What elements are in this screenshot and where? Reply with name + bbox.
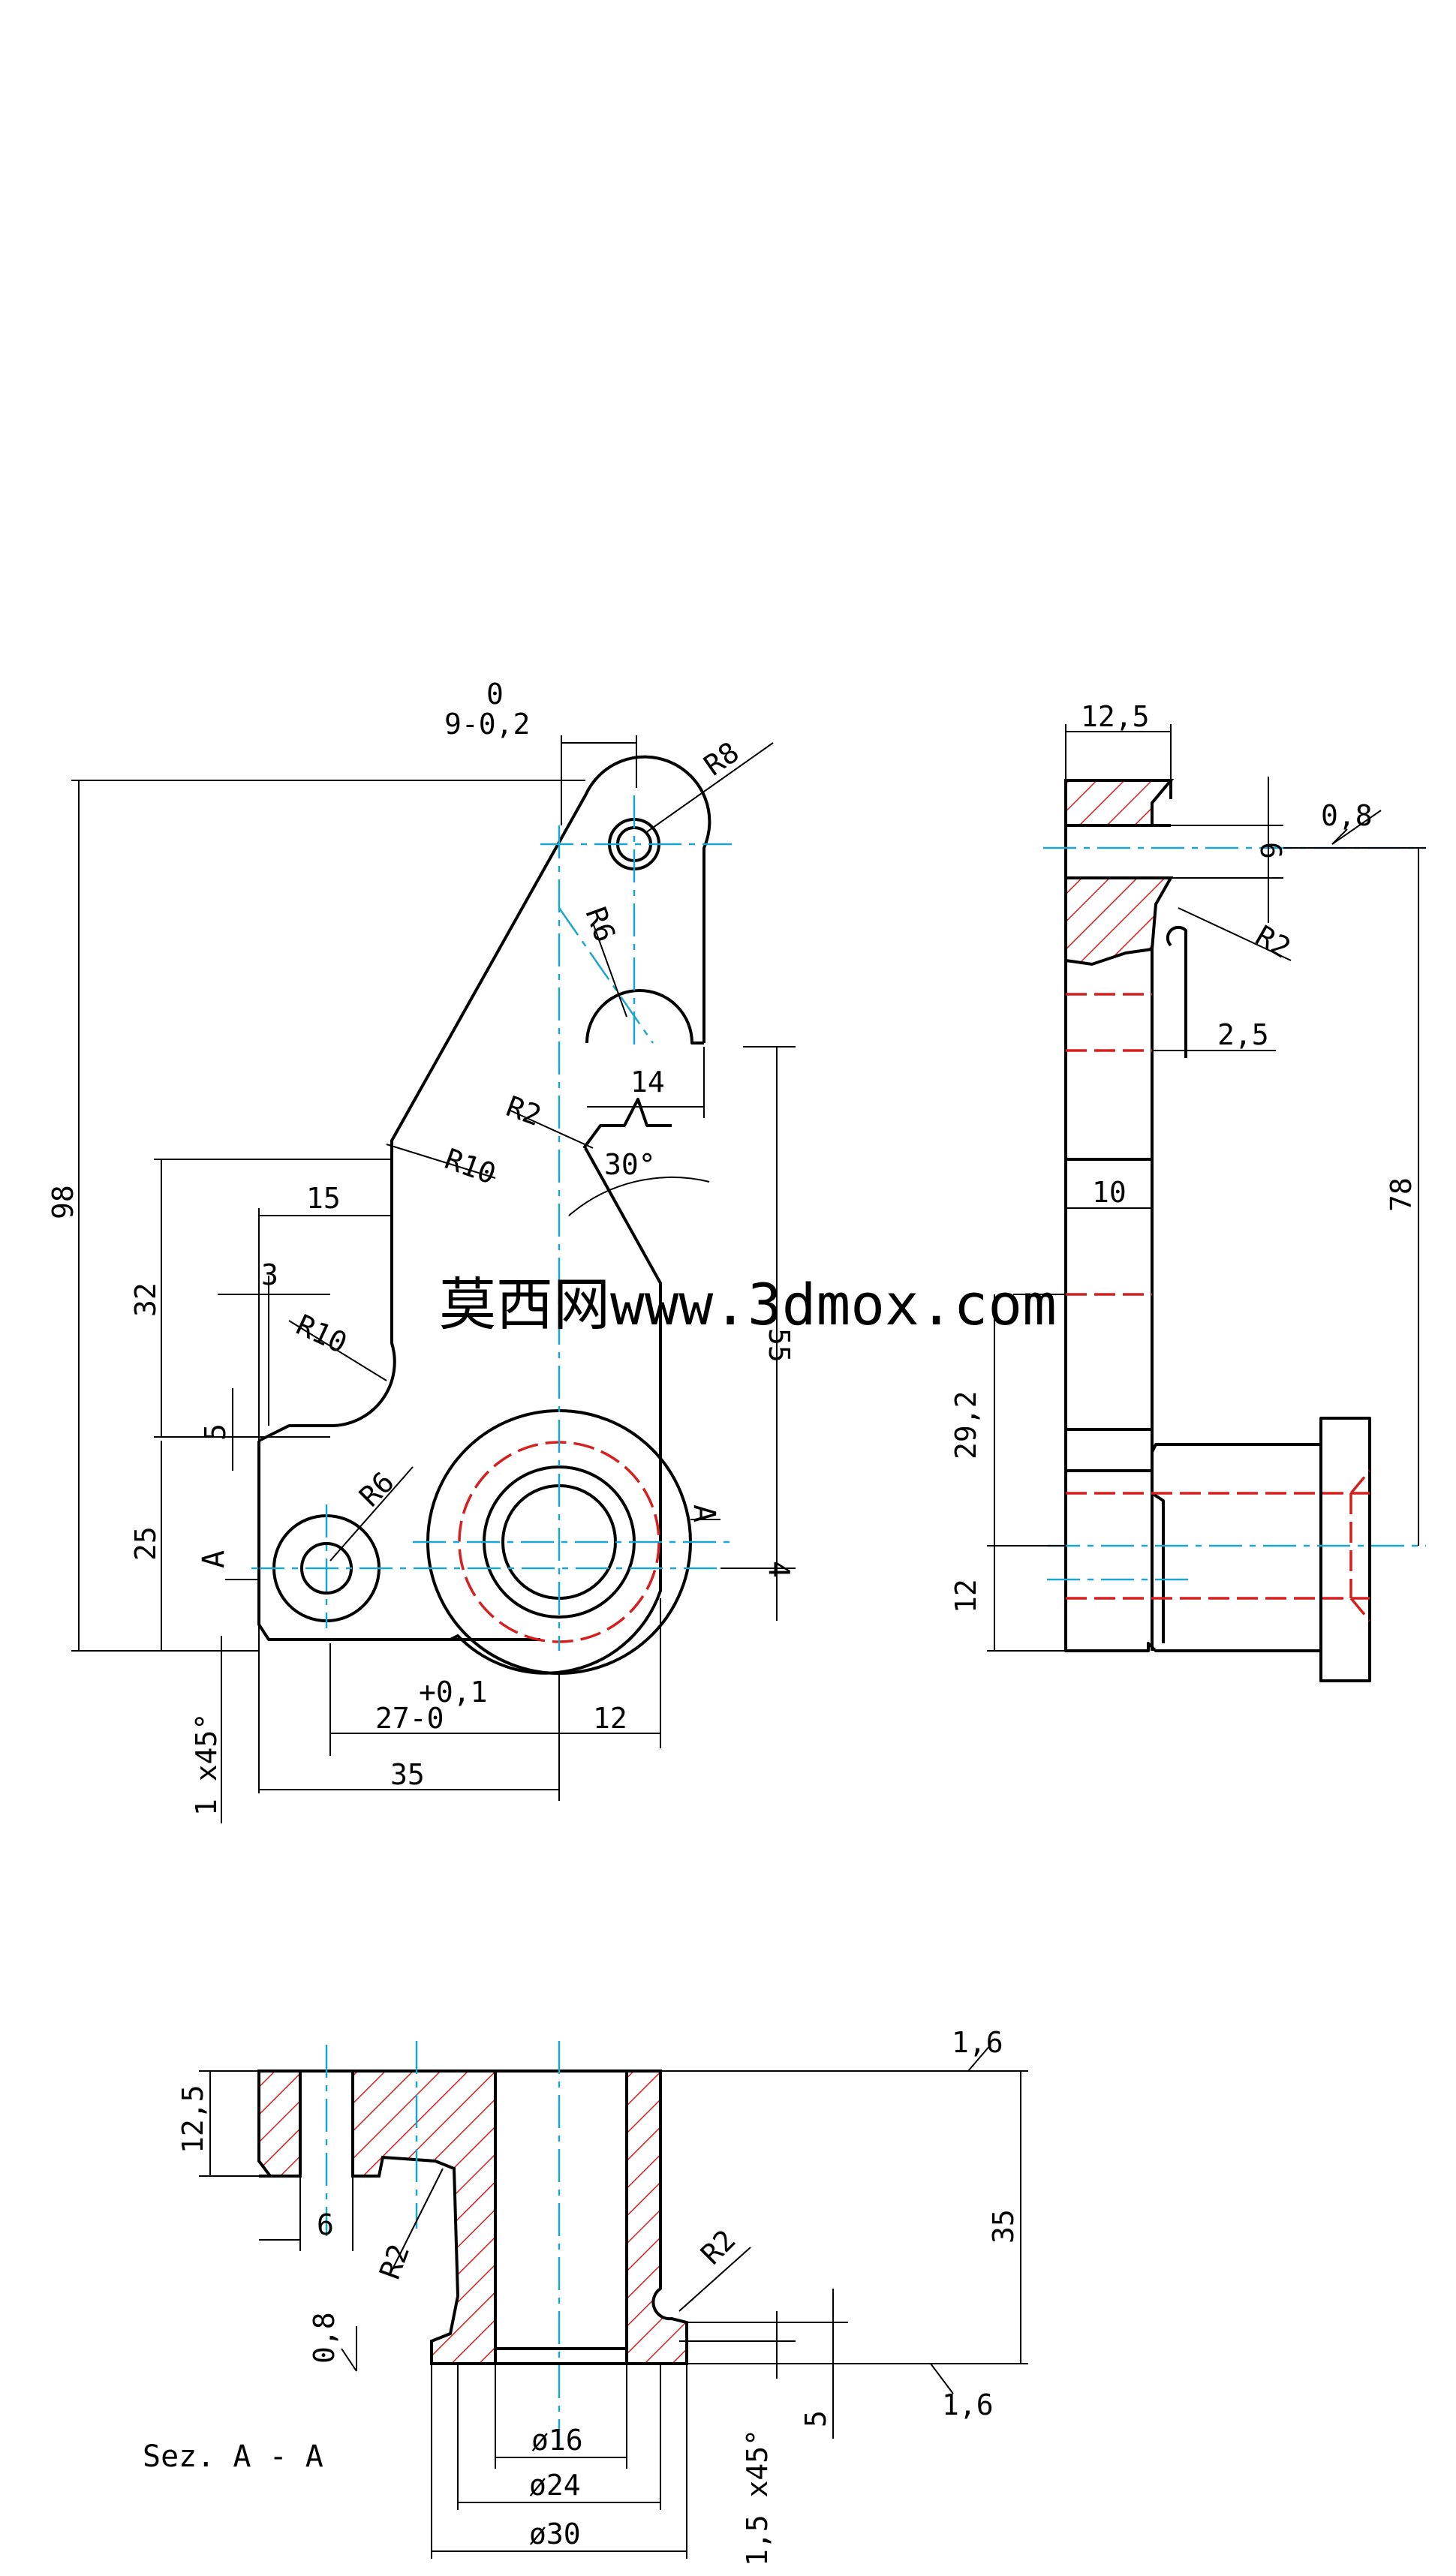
side-dim-6: 6 — [1254, 842, 1287, 859]
sec-dim-r2-left: R2 — [373, 2240, 416, 2283]
sec-hatch-right — [625, 2070, 688, 2365]
sec-roughness-top: 1,6 — [952, 2026, 1003, 2059]
slot-arc — [585, 989, 704, 1045]
sec-hatch-left — [257, 2070, 302, 2178]
side-dim-10: 10 — [1092, 1176, 1127, 1209]
dim-55: 55 — [763, 1328, 796, 1363]
side-dim-lines — [987, 724, 1426, 1652]
dim-27: 27-0 — [375, 1702, 444, 1735]
sec-roughness-bottom: 1,6 — [942, 2388, 994, 2421]
side-dim-12: 12 — [949, 1579, 982, 1613]
section-view: 1,6 12,5 6 R2 0,8 R2 35 1,6 ø16 ø24 ø30 … — [143, 2026, 1028, 2566]
dim-width-9: 9-0,2 — [444, 708, 530, 741]
sec-dim-dia24: ø24 — [529, 2469, 581, 2502]
sec-dim-6: 6 — [317, 2208, 334, 2241]
dim-12: 12 — [593, 1702, 627, 1735]
hatch-top — [1064, 779, 1175, 827]
dim-14: 14 — [630, 1066, 665, 1099]
dim-98: 98 — [47, 1185, 80, 1219]
dim-25: 25 — [129, 1526, 162, 1561]
side-roughness: 0,8 — [1321, 799, 1373, 832]
sec-outline — [259, 2070, 687, 2365]
sec-dim-5: 5 — [799, 2410, 832, 2427]
dim-35: 35 — [390, 1758, 425, 1791]
dim-4: 4 — [763, 1561, 796, 1578]
sec-dim-r2-right: R2 — [694, 2223, 742, 2271]
side-dim-78: 78 — [1385, 1177, 1418, 1212]
side-outline — [1064, 780, 1371, 1682]
dim-32: 32 — [129, 1282, 162, 1317]
front-view: 0 9-0,2 R8 R6 14 R2 30° R10 15 3 R10 98 … — [47, 678, 796, 1823]
sec-dim-35: 35 — [987, 2209, 1020, 2244]
sec-hatch-web — [351, 2070, 497, 2365]
cut-label-a-left: A — [197, 1550, 231, 1568]
side-hidden-lines — [1066, 993, 1371, 1622]
dim-r10-lower: R10 — [291, 1308, 352, 1360]
side-dim-12-5: 12,5 — [1081, 700, 1150, 733]
watermark: 莫西网www.3dmox.com — [439, 1271, 1057, 1338]
sec-dim-dia16: ø16 — [531, 2424, 583, 2457]
dim-r6-slot: R6 — [579, 903, 622, 946]
side-dim-29-2: 29,2 — [949, 1390, 982, 1459]
sec-roughness-left: 0,8 — [308, 2312, 341, 2364]
front-dim-lines — [71, 735, 796, 1823]
side-view: 12,5 0,8 6 R2 2,5 10 78 29,2 12 — [949, 700, 1426, 1682]
dim-tol-plus: +0,1 — [419, 1676, 488, 1709]
dim-15: 15 — [306, 1182, 341, 1215]
dim-3: 3 — [261, 1258, 278, 1291]
sec-dim-12-5: 12,5 — [176, 2085, 209, 2154]
dim-5: 5 — [199, 1423, 232, 1441]
hatch-mid — [1064, 876, 1174, 966]
sec-dim-dia30: ø30 — [529, 2517, 581, 2550]
dim-tol-top: 0 — [486, 678, 504, 711]
cut-label-a-right: A — [687, 1504, 721, 1522]
dim-r6-hole: R6 — [353, 1465, 400, 1513]
dim-r10-upper: R10 — [441, 1142, 501, 1191]
section-label: Sez. A - A — [143, 2439, 323, 2474]
dim-30deg: 30° — [604, 1148, 656, 1181]
sec-dim-lines — [199, 2044, 1028, 2559]
dim-r2: R2 — [502, 1090, 546, 1132]
dim-r8: R8 — [698, 735, 745, 782]
part-outline — [257, 755, 711, 1675]
sec-dim-chamfer: 1,5 x45° — [741, 2429, 774, 2566]
dim-chamfer: 1 x45° — [190, 1713, 223, 1816]
side-dim-r2: R2 — [1250, 919, 1297, 965]
side-dim-2-5: 2,5 — [1217, 1018, 1269, 1051]
side-slot-arc — [1166, 925, 1187, 1058]
